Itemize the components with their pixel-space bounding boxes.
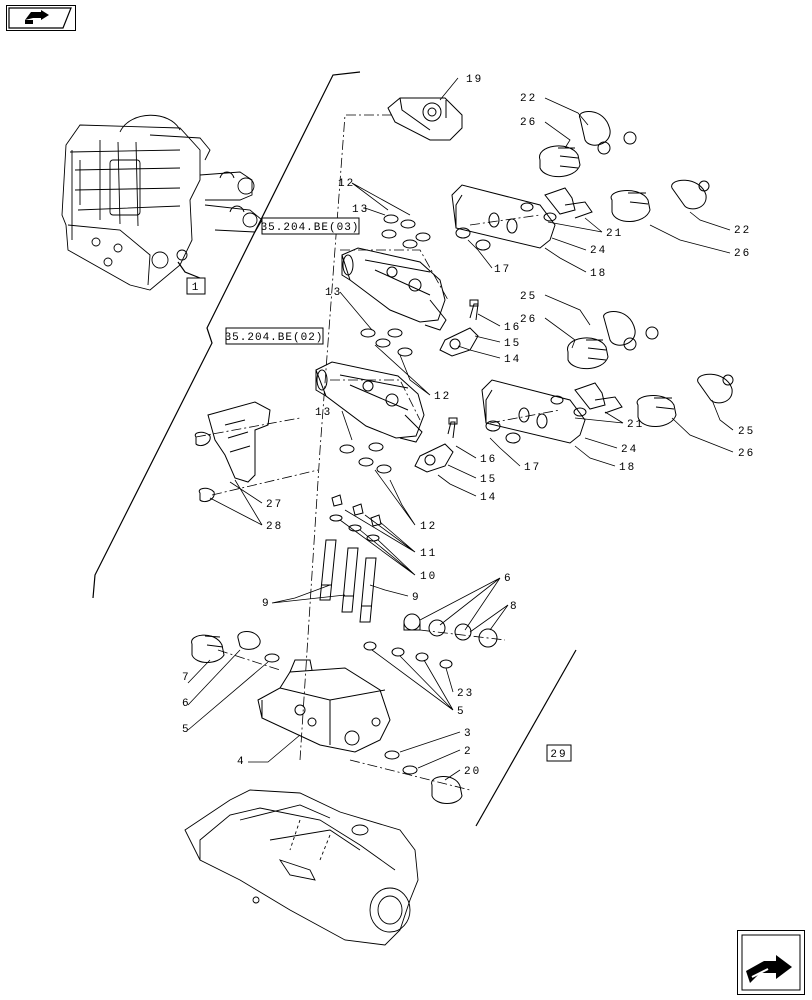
- part-19-bracket: [387, 97, 463, 141]
- plug-7-and-6: [191, 631, 280, 663]
- callout-c13c: 13: [315, 407, 332, 419]
- studs-9: [319, 539, 377, 623]
- lever-lower: [414, 417, 458, 473]
- callout-c3: 3: [464, 728, 473, 740]
- callout-c26b: 26: [734, 248, 751, 260]
- callout-c26d: 26: [738, 448, 755, 460]
- ref-box-29[interactable]: 29: [546, 744, 572, 762]
- ref-box-35-204-be-02[interactable]: 35.204.BE(02): [225, 327, 324, 345]
- callout-c17a: 17: [494, 264, 511, 276]
- arrow-right-icon: [741, 934, 801, 991]
- callout-c10: 10: [420, 571, 437, 583]
- callout-c12b: 12: [434, 391, 451, 403]
- ref-be02-label: 35.204.BE(02): [225, 332, 324, 344]
- callout-c15b: 15: [480, 474, 497, 486]
- centre-lines: [195, 114, 561, 791]
- callout-c17b: 17: [524, 462, 541, 474]
- callout-c18b: 18: [619, 462, 636, 474]
- callout-c26c: 26: [520, 314, 537, 326]
- callout-c21a: 21: [606, 228, 623, 240]
- callout-c16b: 16: [480, 454, 497, 466]
- rear-axle-housing: [184, 789, 419, 946]
- callout-c25b: 25: [738, 426, 755, 438]
- callout-c9b: 9: [412, 592, 421, 604]
- callout-c28: 28: [266, 521, 283, 533]
- plugs-6-8: [403, 613, 498, 648]
- callout-c8: 8: [510, 601, 519, 613]
- callout-c12c: 12: [420, 521, 437, 533]
- callout-c13b: 13: [325, 287, 342, 299]
- ref-1-label: 1: [192, 282, 201, 294]
- callout-c25a: 25: [520, 291, 537, 303]
- callout-c15a: 15: [504, 338, 521, 350]
- valve-section-lower: [315, 361, 425, 443]
- fittings-lower-right: [567, 310, 734, 427]
- callout-c18a: 18: [590, 268, 607, 280]
- fittings-upper-right: [539, 110, 710, 222]
- ref-box-1[interactable]: 1: [186, 277, 206, 295]
- plate-18-lower: [481, 379, 623, 444]
- boundary-lines: [92, 71, 577, 827]
- callout-c27: 27: [266, 499, 283, 511]
- callout-c12a: 12: [338, 178, 355, 190]
- callout-c14b: 14: [480, 492, 497, 504]
- callout-c24a: 24: [590, 245, 607, 257]
- callout-c5b: 5: [457, 706, 466, 718]
- callout-c9a: 9: [262, 598, 271, 610]
- leader-lines: [187, 77, 734, 781]
- bracket-27: [194, 401, 271, 503]
- callout-c22a: 22: [520, 93, 537, 105]
- ref-be03-label: 35.204.BE(03): [261, 222, 360, 234]
- callout-c16a: 16: [504, 322, 521, 334]
- next-page-button[interactable]: [737, 930, 805, 995]
- callout-c22b: 22: [734, 225, 751, 237]
- callout-c4: 4: [237, 756, 246, 768]
- callout-c7: 7: [182, 672, 191, 684]
- inlet-cover-4: [257, 659, 391, 753]
- callout-c20: 20: [464, 766, 481, 778]
- callout-c5a: 5: [182, 724, 191, 736]
- callout-c11: 11: [420, 548, 437, 560]
- callout-c6b: 6: [182, 698, 191, 710]
- callout-c21b: 21: [627, 419, 644, 431]
- seals-3-2-20: [384, 750, 463, 804]
- ref-box-35-204-be-03[interactable]: 35.204.BE(03): [261, 217, 360, 235]
- callout-c13a: 13: [352, 204, 369, 216]
- callout-c23: 23: [457, 688, 474, 700]
- orings-middle: [339, 328, 413, 474]
- orings-upper: [381, 214, 431, 249]
- plate-18-upper: [451, 184, 593, 251]
- valve-section-upper: [341, 247, 447, 331]
- previous-page-button[interactable]: [6, 5, 76, 31]
- ref-29-label: 29: [550, 749, 567, 761]
- callout-c6a: 6: [504, 573, 513, 585]
- orings-5-23: [363, 641, 453, 669]
- callout-c14a: 14: [504, 354, 521, 366]
- arrow-left-icon: [8, 7, 72, 29]
- callout-c26a: 26: [520, 117, 537, 129]
- callout-c2: 2: [464, 746, 473, 758]
- callout-c19: 19: [466, 74, 483, 86]
- callout-c24b: 24: [621, 444, 638, 456]
